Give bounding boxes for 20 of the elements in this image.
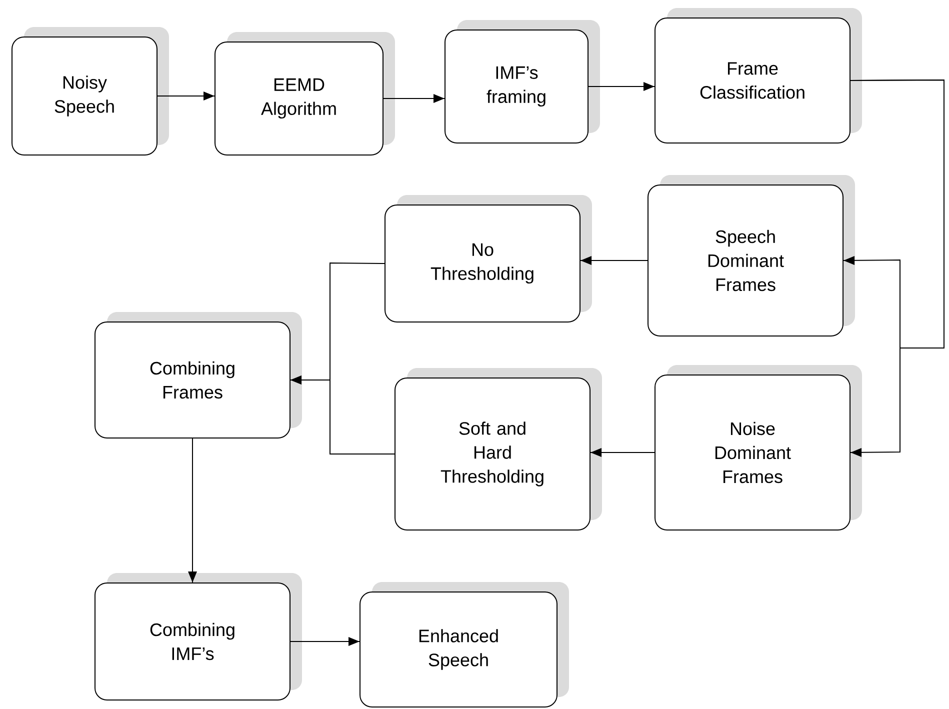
process-box: Noisy Speech	[12, 27, 169, 156]
process-box: Soft and Hard Thresholding	[394, 368, 602, 530]
arrow	[188, 438, 197, 583]
arrow	[588, 82, 655, 91]
arrow	[157, 92, 215, 100]
process-box: EEMD Algorithm	[214, 32, 395, 156]
process-box: IMF’s framing	[444, 20, 600, 144]
arrow	[580, 256, 648, 265]
arrow	[590, 448, 655, 457]
arrow	[290, 376, 395, 454]
process-box: Frame Classification	[654, 8, 862, 144]
process-box: Combining IMF’s	[94, 573, 302, 700]
process-box: Noise Dominant Frames	[654, 365, 862, 530]
arrow	[850, 80, 945, 457]
process-box: Enhanced Speech	[360, 582, 569, 708]
process-box: Combining Frames	[94, 312, 302, 438]
process-box: Speech Dominant Frames	[648, 175, 856, 336]
process-box: No Thresholding	[384, 195, 592, 322]
arrow	[383, 94, 445, 103]
arrow	[290, 637, 360, 646]
